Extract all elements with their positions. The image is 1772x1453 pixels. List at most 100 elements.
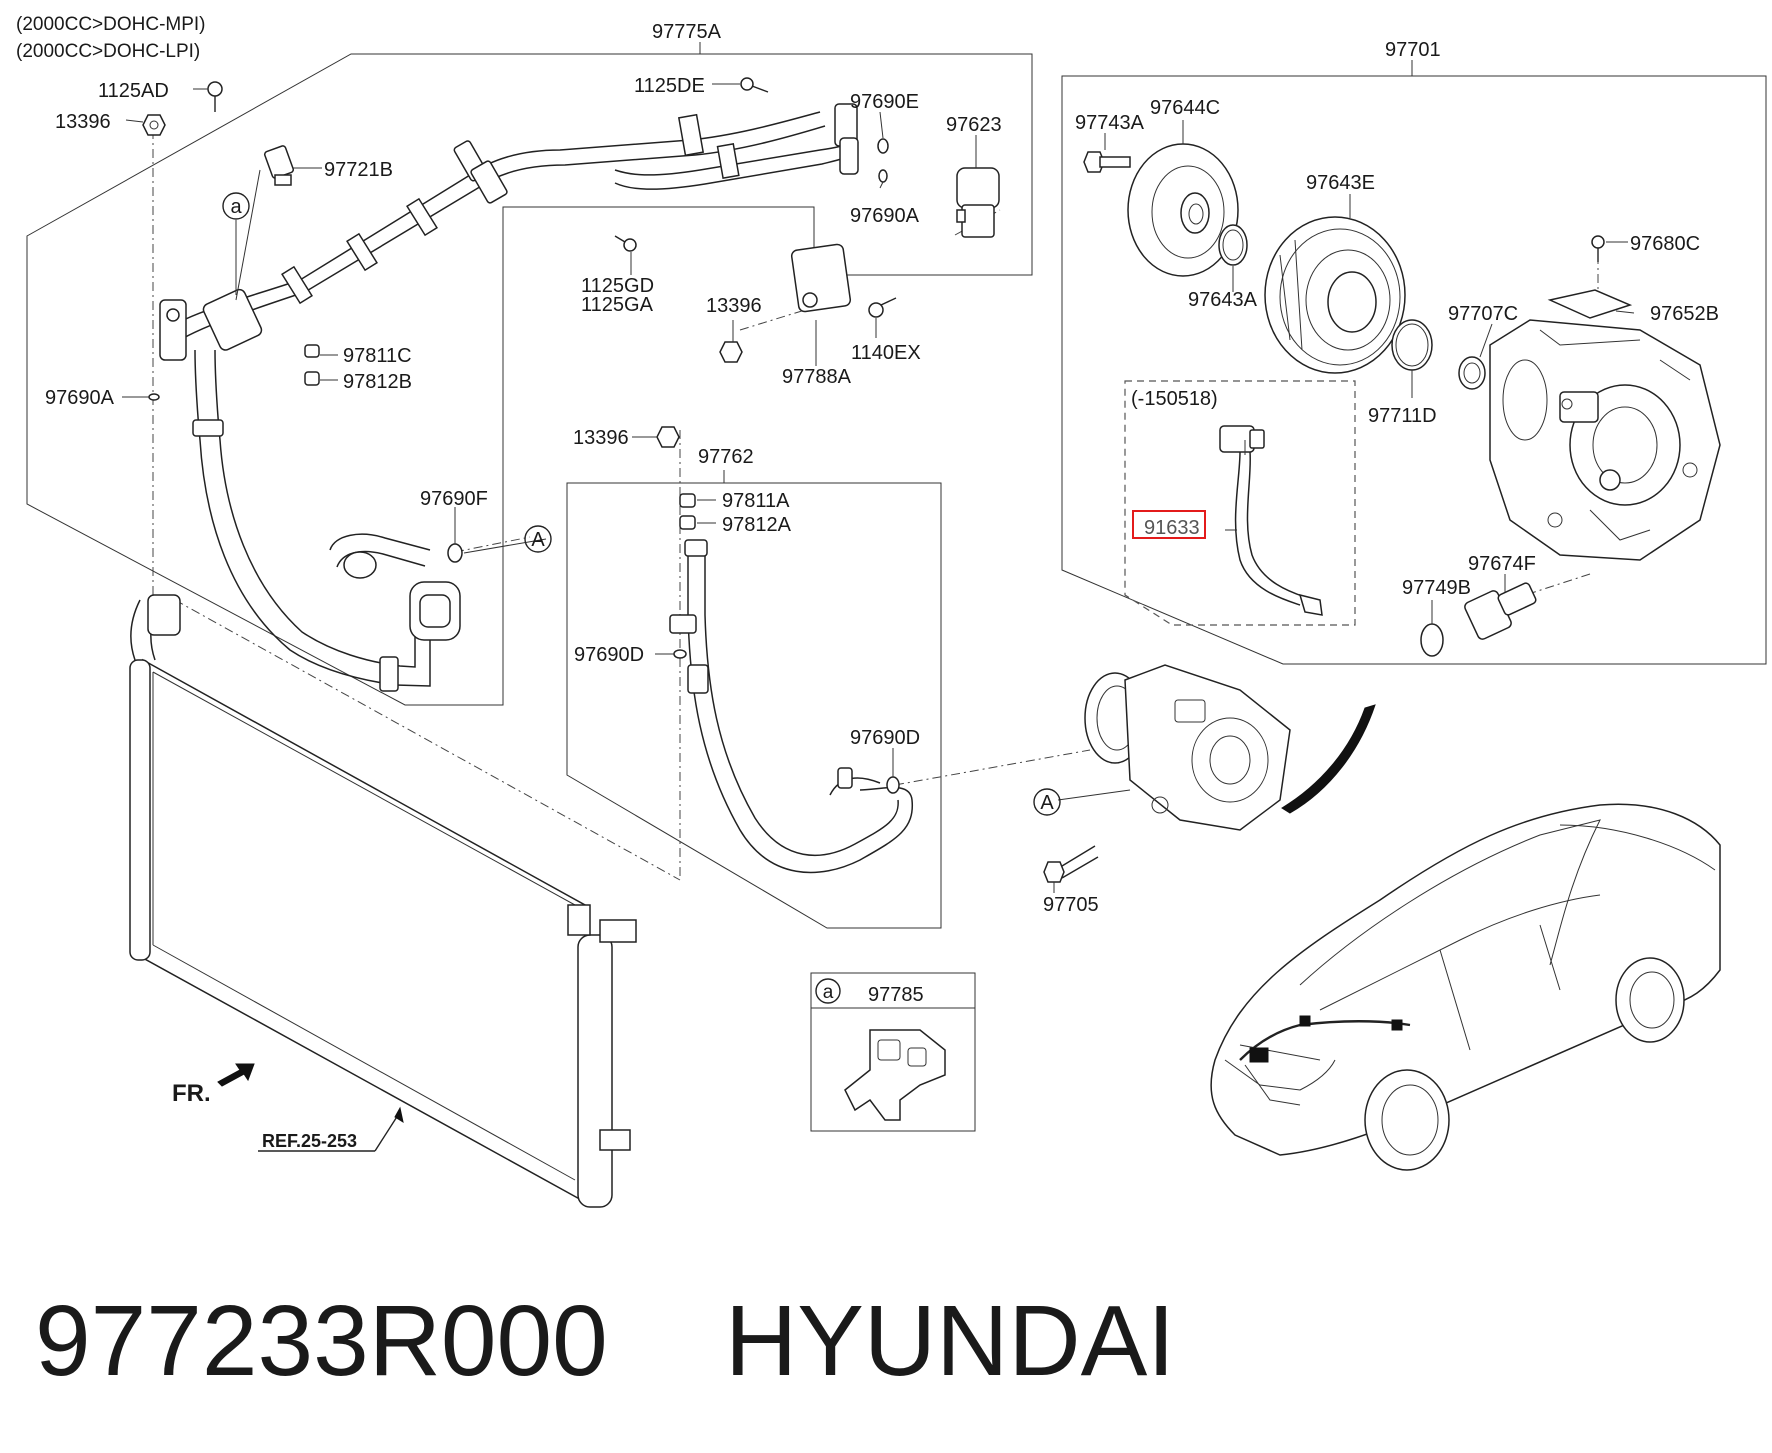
bolt-97743A bbox=[1083, 151, 1131, 173]
oring-97690D-right bbox=[886, 776, 900, 794]
label-97644C: 97644C bbox=[1150, 97, 1220, 119]
label-97788A: 97788A bbox=[782, 366, 852, 388]
label-97762: 97762 bbox=[698, 446, 754, 468]
label-97812B: 97812B bbox=[343, 371, 412, 393]
label-97690E: 97690E bbox=[850, 91, 919, 113]
hose-97762 bbox=[669, 539, 913, 874]
frame-97701 bbox=[1061, 75, 1767, 665]
frame-97785 bbox=[810, 972, 976, 1132]
oring-97690E bbox=[877, 138, 889, 154]
label-1125GA: 1125GA bbox=[581, 294, 654, 316]
compressor-97701-body bbox=[1489, 319, 1721, 561]
bracket-97652B bbox=[1547, 289, 1633, 319]
label-13396-a: 13396 bbox=[55, 111, 111, 133]
bolt-1125GD bbox=[614, 235, 637, 252]
frame-97762 bbox=[566, 482, 942, 929]
valve-97674F bbox=[1464, 582, 1537, 640]
label-1125DE: 1125DE bbox=[634, 75, 705, 97]
wire-91633 bbox=[1219, 425, 1323, 616]
label-97707C: 97707C bbox=[1448, 303, 1518, 325]
label-97690F: 97690F bbox=[420, 488, 488, 510]
engine-note-mpi: (2000CC>DOHC-MPI) bbox=[16, 14, 206, 35]
front-arrow bbox=[217, 1063, 255, 1087]
label-97775A: 97775A bbox=[652, 21, 722, 43]
svg-text:a: a bbox=[823, 982, 834, 1003]
label-1125AD: 1125AD bbox=[98, 80, 169, 102]
label-97643E: 97643E bbox=[1306, 172, 1375, 194]
label-97680C: 97680C bbox=[1630, 233, 1700, 255]
cap-97812A bbox=[679, 515, 696, 530]
label-97811A: 97811A bbox=[722, 490, 790, 512]
block-97788A bbox=[790, 243, 852, 313]
label-97674F: 97674F bbox=[1468, 553, 1536, 575]
compressor-installed bbox=[1084, 664, 1291, 831]
svg-text:A: A bbox=[531, 529, 545, 551]
seal-97707C bbox=[1458, 356, 1486, 390]
label-97743A: 97743A bbox=[1075, 112, 1145, 134]
label-150518: (-150518) bbox=[1131, 388, 1218, 410]
hose-97775A bbox=[159, 103, 859, 692]
car-illustration bbox=[1210, 803, 1721, 1171]
label-ref: REF.25-253 bbox=[262, 1131, 357, 1151]
footer-part-number: 977233R000 bbox=[35, 1285, 608, 1397]
bracket-97785 bbox=[844, 1029, 946, 1121]
label-97690A-top: 97690A bbox=[850, 205, 920, 227]
label-97812A: 97812A bbox=[722, 514, 792, 536]
label-front: FR. bbox=[172, 1080, 211, 1107]
label-97811C: 97811C bbox=[343, 345, 412, 367]
oring-97690A-left bbox=[148, 393, 160, 401]
callout-A-hose: A bbox=[524, 525, 552, 553]
hub-97644C bbox=[1127, 143, 1239, 277]
pulley-97643E bbox=[1264, 216, 1406, 374]
cap-97812B bbox=[304, 371, 320, 386]
ring-97749B bbox=[1420, 623, 1444, 657]
label-97711D: 97711D bbox=[1368, 405, 1437, 427]
bolt-1125DE bbox=[740, 77, 769, 93]
label-13396-b: 13396 bbox=[706, 295, 762, 317]
nut-13396-c bbox=[656, 426, 680, 448]
fastener-13396-a bbox=[142, 114, 166, 136]
bolt-1140EX bbox=[868, 297, 897, 318]
snap-ring-97711D bbox=[1391, 319, 1433, 371]
nut-13396-b bbox=[719, 341, 743, 363]
label-97690D-right: 97690D bbox=[850, 727, 920, 749]
oring-97690F bbox=[447, 543, 463, 563]
cap-97811A bbox=[679, 493, 696, 508]
label-97749B: 97749B bbox=[1402, 577, 1471, 599]
condenser bbox=[129, 594, 637, 1208]
oring-97690D-left bbox=[673, 649, 687, 659]
oring-97690A-top bbox=[878, 169, 888, 183]
svg-text:a: a bbox=[230, 196, 242, 218]
ring-97643A bbox=[1218, 224, 1248, 266]
bolt-97680C bbox=[1591, 235, 1605, 262]
frame-150518 bbox=[1124, 380, 1356, 626]
highlight-91633 bbox=[1132, 510, 1206, 539]
label-97785: 97785 bbox=[868, 984, 924, 1006]
label-97701: 97701 bbox=[1385, 39, 1441, 61]
label-97623: 97623 bbox=[946, 114, 1002, 136]
label-13396-c: 13396 bbox=[573, 427, 629, 449]
label-97690A-left: 97690A bbox=[45, 387, 115, 409]
sensor-97721B bbox=[263, 145, 295, 186]
callout-a-upper: a bbox=[222, 192, 250, 220]
cap-97811C bbox=[304, 344, 320, 358]
label-91633: 91633 bbox=[1144, 517, 1200, 539]
frame-97775A bbox=[26, 53, 1033, 706]
label-97705: 97705 bbox=[1043, 894, 1099, 916]
label-97643A: 97643A bbox=[1188, 289, 1258, 311]
footer-brand: HYUNDAI bbox=[725, 1285, 1175, 1397]
label-1125GD: 1125GD bbox=[581, 275, 654, 297]
belt bbox=[1281, 704, 1376, 814]
bolt-97705 bbox=[1043, 845, 1099, 883]
fastener-1125AD bbox=[207, 81, 223, 112]
label-97721B: 97721B bbox=[324, 159, 393, 181]
callout-a-box: a bbox=[815, 978, 841, 1004]
valve-97623 bbox=[956, 167, 1000, 238]
engine-note-lpi: (2000CC>DOHC-LPI) bbox=[16, 41, 200, 62]
label-1140EX: 1140EX bbox=[851, 342, 921, 364]
svg-text:A: A bbox=[1040, 792, 1054, 814]
callout-A-compressor: A bbox=[1033, 788, 1061, 816]
label-97690D-left: 97690D bbox=[574, 644, 644, 666]
label-97652B: 97652B bbox=[1650, 303, 1719, 325]
